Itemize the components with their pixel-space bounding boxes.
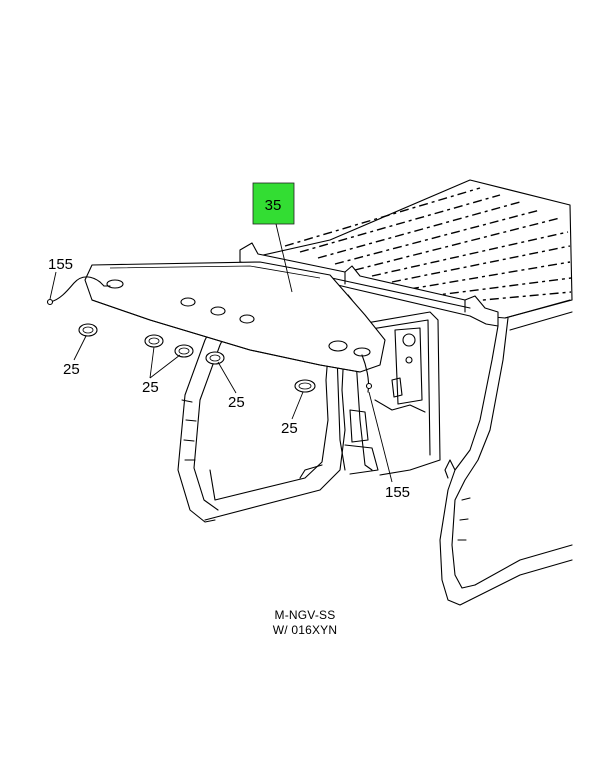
caption-line-1: M-NGV-SS	[274, 608, 336, 622]
callout-35: 35	[265, 197, 282, 214]
roof-panel	[249, 179, 573, 319]
headliner-panel	[84, 261, 386, 373]
callout-35-highlight	[252, 182, 295, 225]
lamp-a	[78, 323, 98, 337]
callout-155-right: 155	[385, 484, 410, 501]
wiring-harness	[46, 276, 373, 393]
callout-25-a: 25	[63, 361, 80, 378]
callout-25-d: 25	[281, 420, 298, 437]
callout-25-b: 25	[142, 379, 159, 396]
lamp-e	[294, 379, 316, 393]
lamp-c	[174, 344, 194, 358]
lamp-b	[144, 334, 164, 348]
rear-frame	[439, 299, 573, 606]
caption-line-2: W/ 016XYN	[272, 623, 338, 637]
callout-25-c: 25	[228, 394, 245, 411]
lamp-d	[205, 351, 225, 365]
dome-lamps	[78, 323, 316, 393]
callout-155-left: 155	[48, 256, 73, 273]
leader-lines	[49, 223, 393, 483]
